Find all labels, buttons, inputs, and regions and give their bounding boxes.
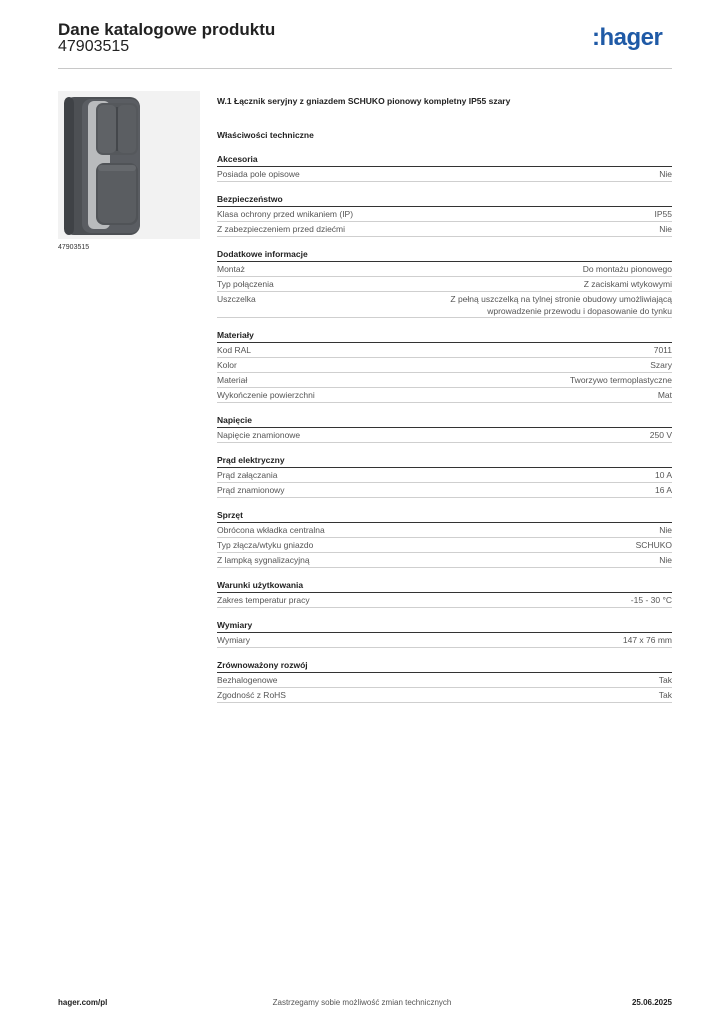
footer-website: hager.com/pl [58,998,108,1007]
spec-label: Obrócona wkładka centralna [217,525,325,535]
spec-value: 16 A [654,485,672,495]
spec-row: Materiał Tworzywo termoplastyczne [217,373,672,388]
spec-label: Kod RAL [217,345,252,355]
spec-row: Zgodność z RoHS Tak [217,688,672,703]
section-title: Wymiary [217,620,672,633]
spec-label: Wymiary [217,635,250,645]
spec-value: 7011 [653,345,672,355]
product-details: W.1 Łącznik seryjny z gniazdem SCHUKO pi… [217,96,672,715]
section-title: Dodatkowe informacje [217,249,672,262]
spec-label: Uszczelka [217,294,256,304]
spec-value: -15 - 30 °C [630,595,672,605]
spec-value: Tworzywo termoplastyczne [569,375,672,385]
section-title: Warunki użytkowania [217,580,672,593]
spec-row: Prąd znamionowy 16 A [217,483,672,498]
section-title: Sprzęt [217,510,672,523]
spec-label: Prąd znamionowy [217,485,285,495]
spec-row: Posiada pole opisowe Nie [217,167,672,182]
spec-value: 250 V [649,430,672,440]
product-name: W.1 Łącznik seryjny z gniazdem SCHUKO pi… [217,96,511,106]
spec-value: Do montażu pionowego [582,264,672,274]
spec-label: Prąd załączania [217,470,278,480]
spec-row: Prąd załączania 10 A [217,468,672,483]
spec-label: Materiał [217,375,248,385]
section-title: Prąd elektryczny [217,455,672,468]
page-title: Dane katalogowe produktu [58,20,276,39]
spec-label: Napięcie znamionowe [217,430,301,440]
spec-value: Szary [650,360,672,370]
spec-label: Bezhalogenowe [217,675,278,685]
spec-row: Kod RAL 7011 [217,343,672,358]
footer-disclaimer: Zastrzegamy sobie możliwość zmian techni… [272,998,452,1007]
spec-value: Z zaciskami wtykowymi [583,279,672,289]
spec-label: Klasa ochrony przed wnikaniem (IP) [217,209,354,219]
spec-label: Kolor [217,360,237,370]
spec-label: Wykończenie powierzchni [217,390,315,400]
spec-row: Z lampką sygnalizacyjną Nie [217,553,672,568]
section-title: Zrównoważony rozwój [217,660,672,673]
spec-value: 10 A [654,470,672,480]
spec-row: Napięcie znamionowe 250 V [217,428,672,443]
hager-logo: :hager [592,24,663,51]
spec-value: Z pełną uszczelką na tylnej stronie obud… [450,294,672,316]
technical-properties-title: Właściwości techniczne [217,130,314,140]
spec-value: Mat [657,390,672,400]
footer-date: 25.06.2025 [631,998,672,1007]
spec-row: Obrócona wkładka centralna Nie [217,523,672,538]
product-image [58,91,200,239]
spec-row: Typ połączenia Z zaciskami wtykowymi [217,277,672,292]
product-number: 47903515 [58,38,130,55]
spec-value: Nie [659,525,672,535]
spec-label: Zakres temperatur pracy [217,595,310,605]
image-caption: 47903515 [58,244,90,251]
spec-value: IP55 [654,209,673,219]
spec-label: Posiada pole opisowe [217,169,300,179]
section-title: Materiały [217,330,672,343]
spec-label: Typ połączenia [217,279,274,289]
spec-row: Typ złącza/wtyku gniazdo SCHUKO [217,538,672,553]
spec-row: Klasa ochrony przed wnikaniem (IP) IP55 [217,207,672,222]
spec-label: Montaż [217,264,245,274]
section-title: Akcesoria [217,154,672,167]
spec-label: Z lampką sygnalizacyjną [217,555,310,565]
socket-switch-illustration [58,91,200,239]
spec-row: Bezhalogenowe Tak [217,673,672,688]
spec-label: Z zabezpieczeniem przed dziećmi [217,224,346,234]
spec-row: Z zabezpieczeniem przed dziećmi Nie [217,222,672,237]
spec-row: Uszczelka Z pełną uszczelką na tylnej str… [217,292,672,318]
section-title: Bezpieczeństwo [217,194,672,207]
spec-value: Nie [659,224,672,234]
spec-row: Montaż Do montażu pionowego [217,262,672,277]
spec-value: SCHUKO [635,540,672,550]
spec-value: 147 x 76 mm [622,635,672,645]
spec-value: Tak [658,690,672,700]
spec-value: Nie [659,555,672,565]
spec-row: Wymiary 147 x 76 mm [217,633,672,648]
spec-value: Tak [658,675,672,685]
spec-row: Wykończenie powierzchni Mat [217,388,672,403]
spec-label: Zgodność z RoHS [217,690,286,700]
header-divider [58,68,672,69]
spec-label: Typ złącza/wtyku gniazdo [217,540,314,550]
spec-row: Kolor Szary [217,358,672,373]
spec-row: Zakres temperatur pracy -15 - 30 °C [217,593,672,608]
section-title: Napięcie [217,415,672,428]
spec-value: Nie [659,169,672,179]
